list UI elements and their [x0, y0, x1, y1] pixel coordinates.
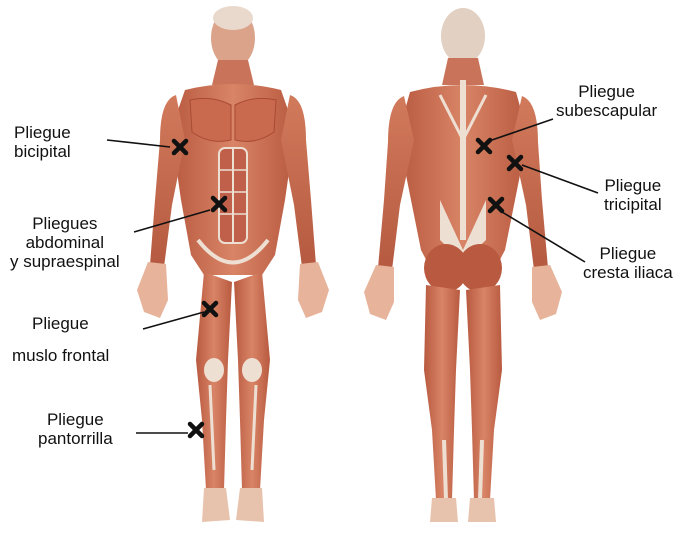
label-iliac-crest-line1: Pliegue: [583, 244, 673, 263]
front-left-hand: [298, 262, 329, 318]
label-abdominal: Pliegues abdominal y supraespinal: [10, 214, 120, 271]
front-neck: [212, 60, 254, 85]
back-head: [441, 8, 485, 64]
back-right-hand: [532, 265, 562, 320]
label-calf-line2: pantorrilla: [38, 429, 113, 448]
back-left-hand: [364, 265, 394, 320]
front-view-body: [137, 6, 329, 522]
back-left-leg: [424, 285, 460, 500]
label-bicipital: Pliegue bicipital: [14, 123, 71, 161]
label-bicipital-line2: bicipital: [14, 142, 71, 161]
label-tricipital-line2: tricipital: [604, 195, 662, 214]
label-calf-line1: Pliegue: [38, 410, 113, 429]
label-thigh-line1: Pliegue: [32, 314, 89, 333]
label-bicipital-line1: Pliegue: [14, 123, 71, 142]
x-marker-calf: [190, 424, 202, 436]
back-right-leg: [466, 285, 502, 500]
front-right-hand: [137, 262, 168, 318]
label-abdominal-line2: abdominal: [10, 233, 120, 252]
back-view-body: [364, 8, 562, 522]
label-abdominal-line1: Pliegues: [10, 214, 120, 233]
label-iliac-crest: Pliegue cresta iliaca: [583, 244, 673, 282]
label-subscapular-line1: Pliegue: [556, 82, 657, 101]
label-subscapular: Pliegue subescapular: [556, 82, 657, 120]
label-abdominal-line3: y supraespinal: [10, 252, 120, 271]
label-calf: Pliegue pantorrilla: [38, 410, 113, 448]
label-subscapular-line2: subescapular: [556, 101, 657, 120]
front-right-foot: [202, 488, 230, 522]
label-iliac-crest-line2: cresta iliaca: [583, 263, 673, 282]
label-thigh-2: muslo frontal: [12, 346, 109, 365]
label-tricipital: Pliegue tricipital: [604, 176, 662, 214]
label-thigh: Pliegue: [32, 314, 89, 333]
label-thigh-line2: muslo frontal: [12, 346, 109, 365]
label-tricipital-line1: Pliegue: [604, 176, 662, 195]
front-left-foot: [236, 488, 264, 522]
